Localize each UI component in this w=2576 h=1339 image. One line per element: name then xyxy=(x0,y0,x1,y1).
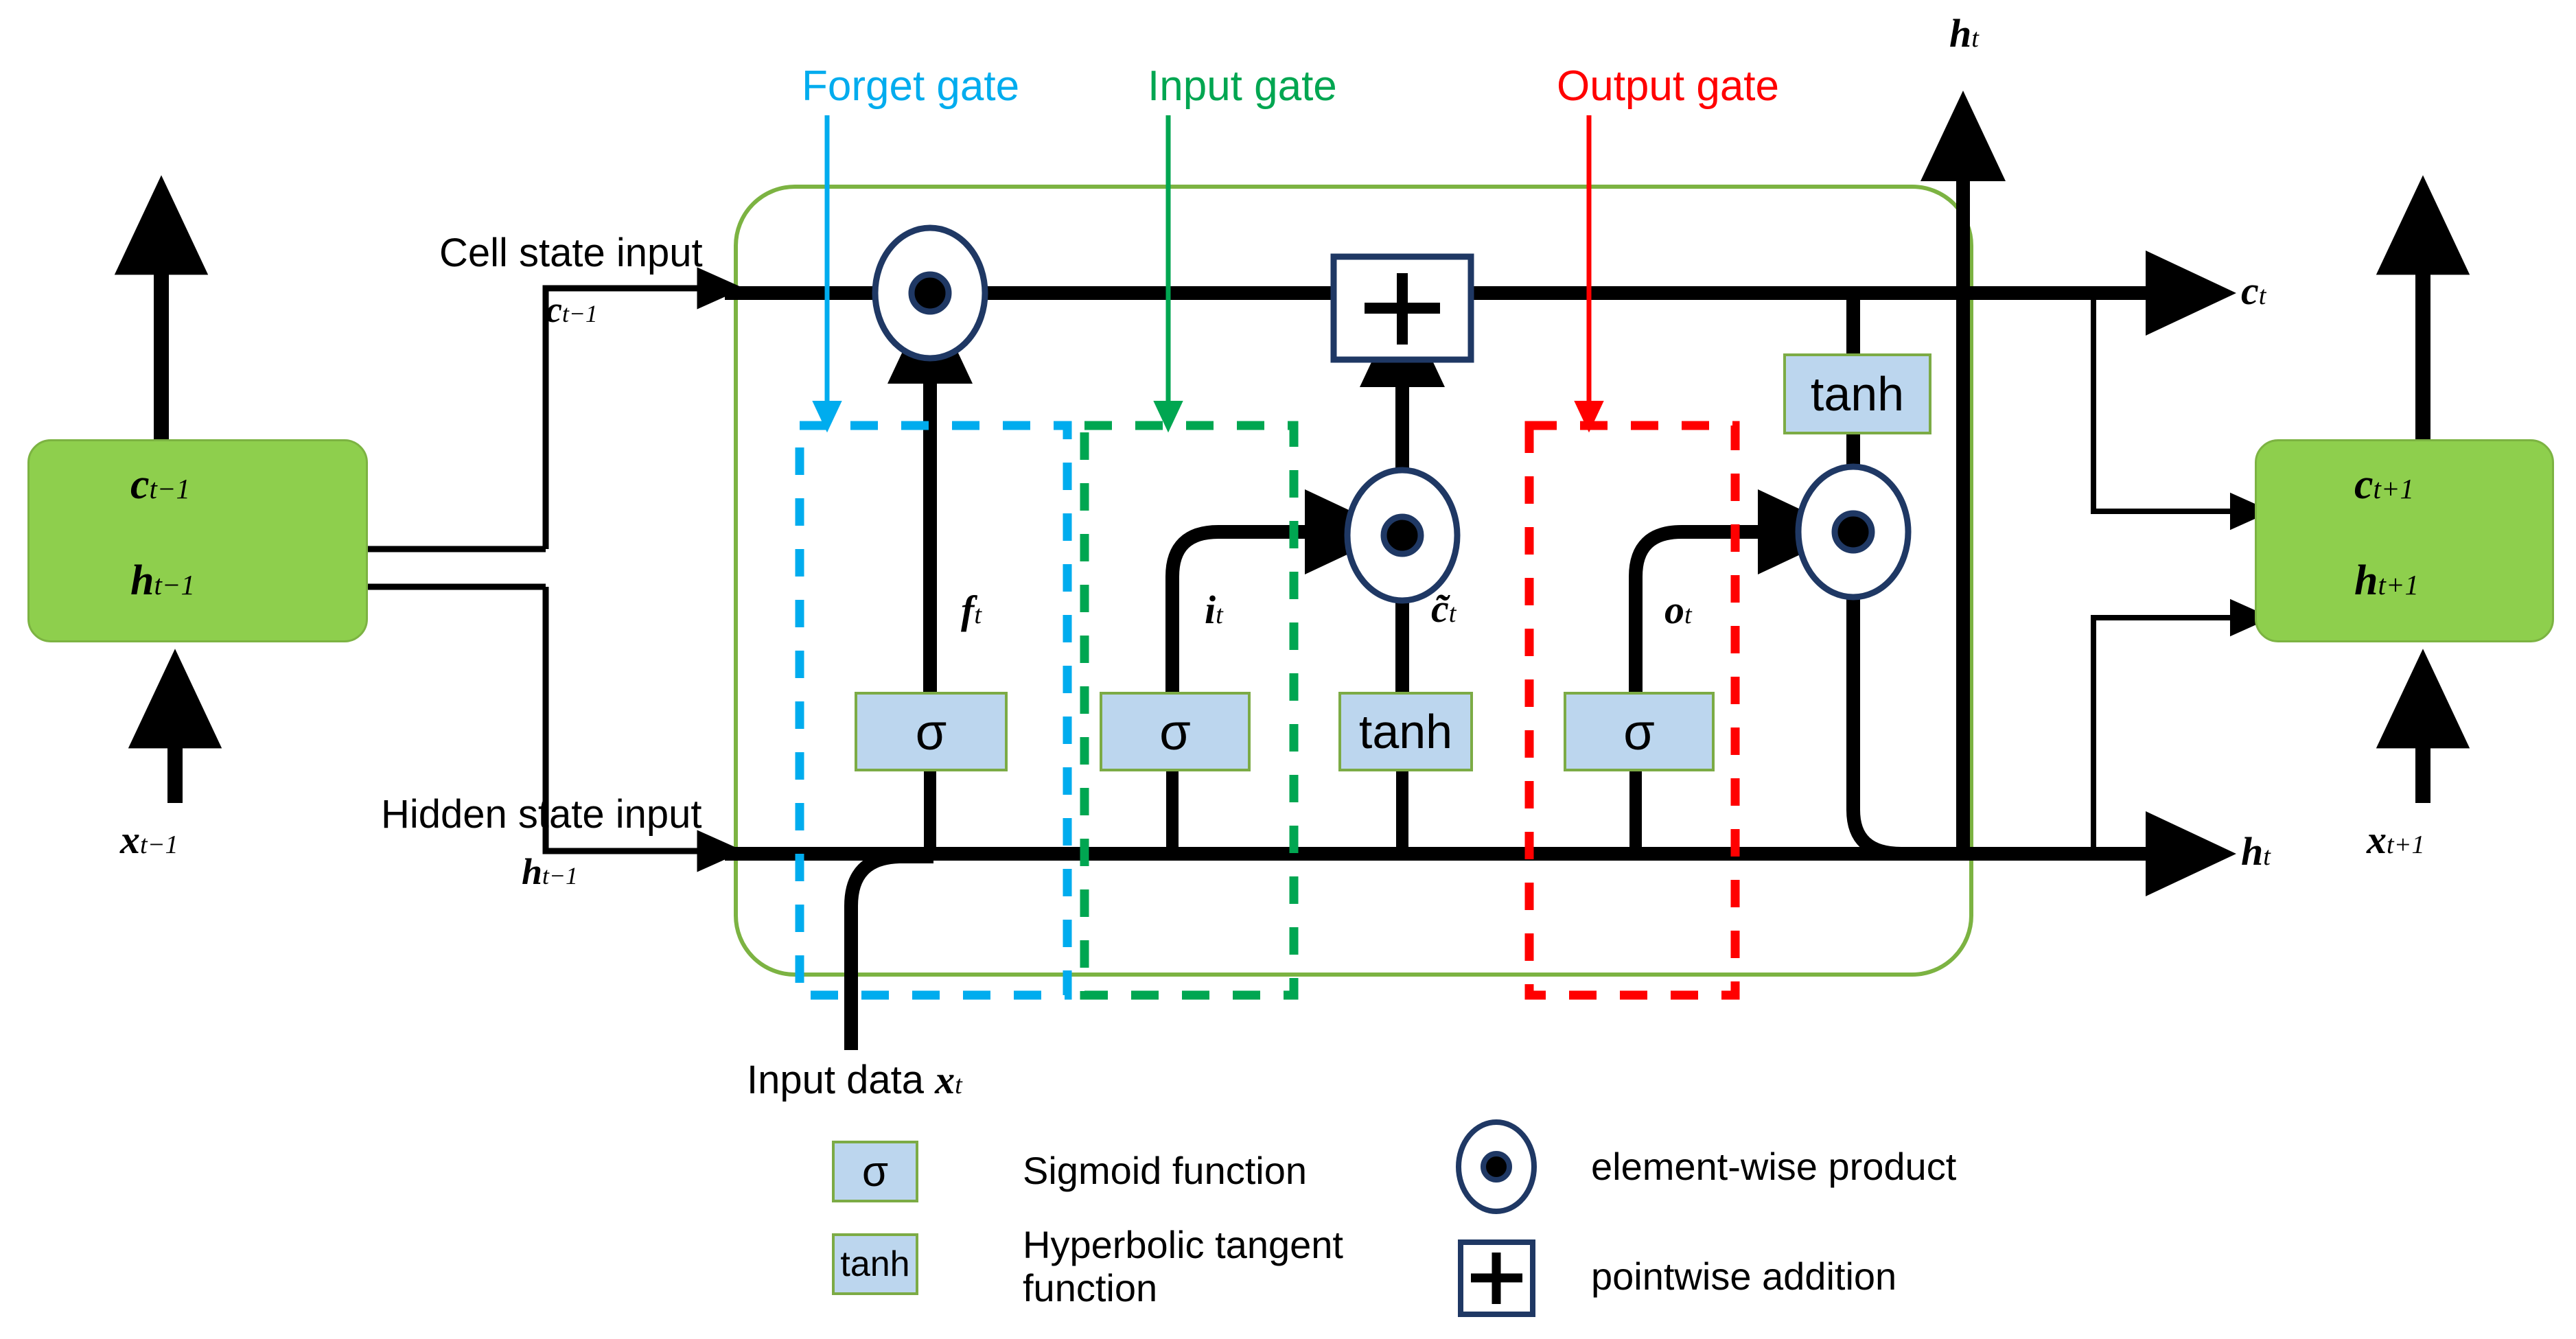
candidate-tanh-box[interactable]: tanh xyxy=(1338,692,1473,771)
forget-sigma-label: σ xyxy=(915,703,947,760)
legend-tanh-symbol: tanh xyxy=(840,1244,910,1284)
lstm-cell-container xyxy=(734,185,1973,977)
cell-tanh-label: tanh xyxy=(1810,367,1905,421)
input-gate-region xyxy=(1080,421,1299,1000)
forget-sigma-box[interactable]: σ xyxy=(855,692,1008,771)
output-gate-path xyxy=(1629,489,1848,700)
candidate-tanh-label: tanh xyxy=(1358,705,1453,758)
next-cell-h-label: ht+1 xyxy=(2354,557,2419,604)
cell-state-input-label: Cell state input xyxy=(439,231,703,275)
input-mult-operator xyxy=(1344,467,1461,604)
output-mult-to-hidden xyxy=(1846,570,1963,861)
forget-mult-operator xyxy=(872,224,988,362)
next-cell-c-label: ct+1 xyxy=(2354,461,2414,508)
output-mult-operator xyxy=(1795,463,1912,601)
c-out-label: ct xyxy=(2241,268,2266,313)
legend-addition-text: pointwise addition xyxy=(1591,1255,1897,1298)
input-gate-label: Input gate xyxy=(1148,62,1337,110)
input-gate-path xyxy=(1165,489,1395,700)
prev-cell-box[interactable] xyxy=(27,439,368,642)
h-prev-edge-label: ht−1 xyxy=(522,851,578,892)
next-cell-connectors xyxy=(2091,293,2272,854)
c-prev-edge-label: ct−1 xyxy=(546,289,598,330)
next-input-label: xt+1 xyxy=(2367,817,2425,862)
cell-add-operator xyxy=(1330,253,1474,363)
legend-product-glyph xyxy=(1456,1119,1537,1214)
output-signal-label: ot xyxy=(1664,587,1692,632)
input-data-label: Input data xt xyxy=(747,1058,962,1102)
output-sigma-box[interactable]: σ xyxy=(1564,692,1715,771)
h-out-label: ht xyxy=(2241,829,2271,874)
input-sigma-label: σ xyxy=(1159,703,1191,760)
prev-input-label: xt−1 xyxy=(120,817,178,862)
hidden-bus-taps xyxy=(924,762,1642,854)
prev-cell-c-label: ct−1 xyxy=(130,461,190,508)
output-sigma-label: σ xyxy=(1623,703,1655,760)
input-data-riser xyxy=(844,850,933,1050)
candidate-signal-label: c̃t xyxy=(1431,586,1457,631)
legend-tanh-text: Hyperbolic tangent function xyxy=(1023,1223,1343,1309)
h-top-label: ht xyxy=(1949,11,1979,56)
hidden-state-input-label: Hidden state input xyxy=(381,792,702,837)
legend-sigmoid-symbol: σ xyxy=(861,1148,889,1196)
prev-cell-h-label: ht−1 xyxy=(130,557,195,604)
legend-sigmoid-text: Sigmoid function xyxy=(1023,1149,1308,1192)
cell-tanh-box[interactable]: tanh xyxy=(1783,353,1931,434)
prev-cell-wires xyxy=(364,267,744,872)
legend-tanh-glyph: tanh xyxy=(832,1233,918,1295)
input-sigma-box[interactable]: σ xyxy=(1100,692,1251,771)
input-signal-label: it xyxy=(1205,587,1223,632)
output-gate-label: Output gate xyxy=(1557,62,1780,110)
forget-signal-label: ft xyxy=(961,587,982,632)
next-cell-box[interactable] xyxy=(2255,439,2554,642)
output-gate-region xyxy=(1524,421,1740,1000)
legend-addition-glyph xyxy=(1458,1239,1535,1317)
forget-gate-label: Forget gate xyxy=(802,62,1020,110)
legend-sigmoid-glyph: σ xyxy=(832,1141,918,1202)
forget-gate-region xyxy=(795,421,1072,1000)
legend-product-text: element-wise product xyxy=(1591,1145,1957,1188)
